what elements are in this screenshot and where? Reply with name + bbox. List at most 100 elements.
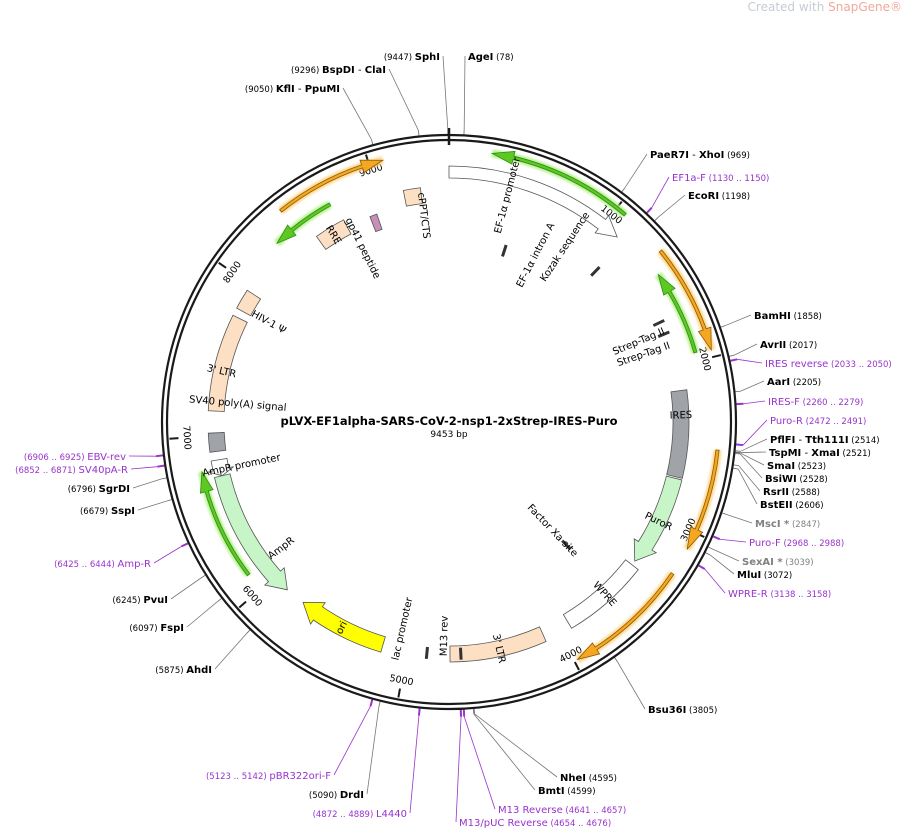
site-tick-16: [735, 453, 741, 455]
enzyme-label-32: (5875) AhdI: [155, 665, 212, 676]
outer-arrow-6: [279, 159, 385, 213]
enzyme-label-8: AvrII (2017): [760, 340, 817, 351]
tick-label-7000: 7000: [180, 425, 192, 450]
site-tick-30: [378, 701, 381, 707]
site-label-part: SmaI: [767, 461, 795, 472]
site-tick-33: [217, 598, 222, 602]
site-tick-38: [157, 464, 165, 468]
site-leader-38: [130, 466, 158, 470]
small-feature-label-m13-rev-5: M13 rev: [439, 616, 451, 657]
site-label-part: RsrII: [763, 487, 789, 498]
site-label-part: NheI: [560, 773, 586, 784]
primer-label-35: (6425 .. 6444) Amp-R: [54, 559, 151, 570]
site-label-part: WPRE-R: [728, 589, 768, 600]
site-label-part: KflI: [276, 84, 295, 95]
site-tick-23: [698, 564, 706, 570]
site-tick-34: [200, 575, 206, 579]
enzyme-label-3: (9050) KflI - PpuMI: [245, 84, 340, 95]
site-label-part: AhdI: [186, 665, 212, 676]
site-label-part: PaeR7I: [650, 150, 689, 161]
feature-label-ampr-6: AmpR: [266, 535, 297, 562]
enzyme-label-2: (9296) BspDI - ClaI: [291, 65, 386, 76]
site-leader-10: [740, 380, 765, 392]
site-label-part: AvrII: [760, 340, 786, 351]
tick-label-5000: 5000: [389, 673, 415, 688]
site-tick-8: [729, 354, 735, 357]
feature-ef-1-promoter-0: [448, 165, 618, 238]
site-tick-20: [712, 535, 721, 541]
site-label-part: XhoI: [699, 150, 724, 161]
site-leader-6: [658, 194, 686, 218]
site-label-part: (4872 .. 4889): [313, 810, 376, 820]
feature-label-ef-1-promoter-0: EF-1α promoter: [493, 155, 523, 234]
site-leader-2: [388, 68, 419, 131]
site-label-part: BsiWI: [765, 474, 797, 485]
site-tick-3: [371, 139, 374, 145]
site-leader-33: [186, 601, 218, 628]
site-label-part: EF1a-F: [672, 173, 706, 184]
watermark-mark: ®: [890, 0, 902, 14]
tick-mark-7000: [169, 437, 179, 440]
site-tick-12: [736, 443, 744, 447]
site-leader-4: [624, 153, 648, 188]
site-label-part: Amp-R: [118, 559, 152, 570]
site-tick-29: [417, 708, 421, 716]
site-label-part: PpuMI: [305, 84, 340, 95]
small-feature-mark-m13-rev-5: [458, 647, 463, 660]
enzyme-label-19: MscI * (2847): [755, 519, 820, 530]
site-label-part: -: [801, 448, 811, 459]
site-label-part: PvuI: [143, 595, 168, 606]
site-leader-27: [463, 716, 496, 810]
site-leader-9: [737, 358, 763, 364]
site-label-part: (5123 .. 5142): [206, 772, 269, 782]
site-tick-24: [614, 657, 618, 662]
tick-mark-6000: [238, 600, 247, 609]
site-leader-21: [712, 548, 740, 562]
small-feature-mark-strep-tag-ii-3: [657, 330, 670, 338]
site-leader-22: [709, 554, 735, 575]
enzyme-label-33: (6097) FspI: [129, 623, 184, 634]
site-tick-6: [654, 216, 659, 221]
site-label-part: (4641 .. 4657): [563, 806, 626, 816]
site-label-part: (1130 .. 1150): [706, 174, 769, 184]
site-tick-9: [730, 358, 738, 362]
feature-3-ltr-9: [207, 314, 248, 412]
enzyme-label-24: Bsu36I (3805): [648, 705, 717, 716]
site-label-part: (4595): [586, 774, 617, 784]
feature-gp41-peptide-12: [369, 213, 383, 233]
watermark-brand: SnapGene: [828, 0, 890, 14]
site-label-part: (2260 .. 2279): [800, 398, 863, 408]
site-tick-5: [646, 207, 653, 214]
site-leader-30: [366, 706, 380, 795]
feature-label-ires-1: IRES: [669, 410, 692, 422]
site-label-part: (6906 .. 6925): [24, 453, 87, 463]
enzyme-label-14: TspMI - XmaI (2521): [769, 448, 871, 459]
site-label-part: (9050): [245, 85, 276, 95]
enzyme-label-4: PaeR7I - XhoI (969): [650, 150, 750, 161]
primer-label-28: M13/pUC Reverse (4654 .. 4676): [459, 818, 611, 829]
small-feature-label-lac-promoter-6: lac promoter: [390, 596, 415, 662]
site-label-part: TspMI: [769, 448, 801, 459]
site-label-part: (3072): [761, 571, 792, 581]
site-label-part: (2523): [795, 462, 826, 472]
watermark: Created with SnapGene®: [748, 0, 902, 14]
tick-mark-2000: [711, 354, 722, 359]
site-tick-32: [246, 629, 251, 634]
site-leader-29: [409, 715, 420, 814]
enzyme-label-15: SmaI (2523): [767, 461, 826, 472]
feature-ires-1: [666, 389, 690, 479]
plasmid-size: 9453 bp: [430, 430, 467, 440]
enzyme-label-1: (9447) SphI: [384, 52, 440, 63]
site-label-part: L4440: [376, 809, 407, 820]
site-leader-3: [342, 87, 372, 140]
site-label-part: SphI: [415, 52, 440, 63]
site-label-part: (4654 .. 4676): [548, 819, 611, 829]
site-leader-19: [726, 514, 753, 524]
site-tick-7: [720, 325, 726, 328]
site-label-part: AarI: [767, 377, 790, 388]
site-label-part: (5875): [155, 666, 186, 676]
site-label-part: (2205): [790, 378, 821, 388]
feature-ampr-promoter-7: [208, 457, 234, 477]
site-leader-18: [737, 468, 758, 505]
